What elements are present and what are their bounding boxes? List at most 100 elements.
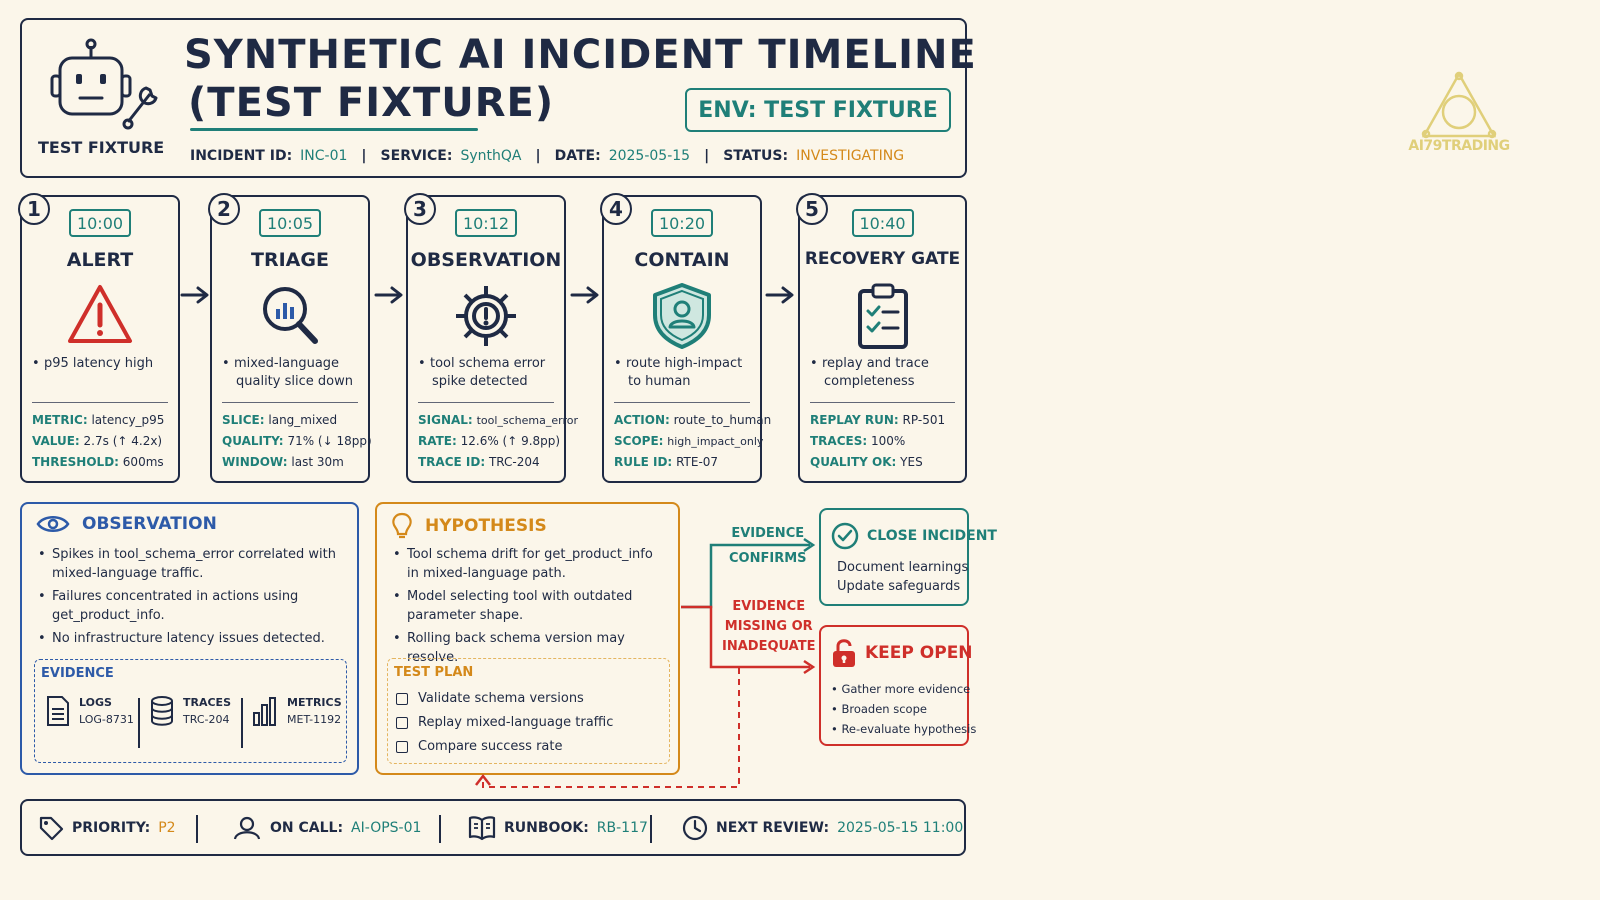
document-icon (47, 696, 69, 726)
metric-key: THRESHOLD: (32, 455, 119, 469)
evidence-traces: TRACES TRC-204 (149, 694, 231, 728)
close-incident-title: CLOSE INCIDENT (867, 528, 997, 544)
meta-divider: | (535, 148, 541, 164)
stage-number: 1 (18, 193, 50, 225)
checkbox[interactable] (396, 692, 408, 705)
meta-service: SERVICE:SynthQA (381, 148, 522, 164)
bullet-line: Rolling back schema version may resolve. (407, 631, 625, 665)
meta-status: STATUS:INVESTIGATING (723, 148, 904, 164)
close-incident-card[interactable]: CLOSE INCIDENT Document learnings Update… (819, 508, 997, 606)
footer-key: NEXT REVIEW: (716, 820, 830, 836)
list-item: • Re-evaluate hypothesis (831, 722, 977, 736)
stage-metrics: REPLAY RUN: RP-501 TRACES: 100% QUALITY … (810, 410, 961, 473)
arrow-right-icon (803, 659, 816, 675)
evidence-label: TRACES (183, 696, 231, 709)
close-incident-lines: Document learnings Update safeguards (837, 558, 968, 596)
checkbox[interactable] (396, 716, 408, 729)
list-item: • Broaden scope (831, 702, 927, 716)
stage-title: CONTAIN (634, 249, 730, 271)
bullet-line: Tool schema drift for get_product_info (407, 547, 653, 562)
evidence-value: LOG-8731 (79, 713, 134, 726)
observation-panel: OBSERVATION •Spikes in tool_schema_error… (20, 502, 359, 775)
keep-item: Gather more evidence (841, 682, 971, 696)
stage-desc-line: p95 latency high (44, 356, 154, 371)
observation-header: OBSERVATION (36, 514, 217, 534)
divider (222, 402, 358, 403)
arrow-up-icon (475, 773, 491, 786)
keep-item: Re-evaluate hypothesis (841, 722, 977, 736)
stage-title: OBSERVATION (410, 249, 562, 271)
test-plan-label: Replay mixed-language traffic (418, 715, 614, 730)
keep-open-card[interactable]: KEEP OPEN • Gather more evidence • Broad… (819, 625, 976, 746)
bullet-line: Spikes in tool_schema_error correlated w… (52, 547, 336, 562)
stage-metrics: ACTION: route_to_human SCOPE: high_impac… (614, 410, 771, 473)
book-icon (468, 816, 496, 841)
hypothesis-title: HYPOTHESIS (425, 516, 547, 536)
stage-desc-line: route high-impact (626, 356, 743, 371)
stage-desc-line: quality slice down (236, 374, 353, 389)
metric-key: ACTION: (614, 413, 670, 427)
bullet-line: get_product_info. (52, 608, 165, 623)
evidence-label: LOGS (79, 696, 112, 709)
footer-priority: PRIORITY:P2 (38, 815, 176, 841)
test-plan-item[interactable]: Validate schema versions (396, 691, 584, 706)
test-plan-item[interactable]: Replay mixed-language traffic (396, 715, 613, 730)
shield-user-icon (653, 283, 711, 349)
meta-value: INC-01 (300, 148, 348, 164)
metric-value: 2.7s (↑ 4.2x) (83, 434, 163, 448)
stage-desc-line: tool schema error (430, 356, 546, 371)
meta-key: INCIDENT ID: (190, 148, 293, 164)
arrow-right-icon (765, 286, 794, 304)
meta-key: SERVICE: (380, 148, 453, 164)
test-plan-label: Compare success rate (418, 739, 563, 754)
meta-divider: | (704, 148, 710, 164)
env-badge: ENV: TEST FIXTURE (685, 88, 951, 132)
checkbox[interactable] (396, 740, 408, 753)
meta-key: STATUS: (723, 148, 789, 164)
stage-desc-line: to human (628, 374, 691, 389)
bullet-line: Failures concentrated in actions using (52, 589, 299, 604)
divider (439, 815, 441, 843)
metric-value: route_to_human (673, 413, 772, 427)
title-underline (190, 128, 478, 131)
keep-open-title: KEEP OPEN (865, 643, 973, 663)
test-plan-label: Validate schema versions (418, 691, 584, 706)
bullet-line: parameter shape. (407, 608, 524, 623)
close-incident-header: CLOSE INCIDENT (831, 522, 997, 550)
keep-open-header: KEEP OPEN (831, 637, 973, 669)
stage-metrics: SIGNAL: tool_schema_error RATE: 12.6% (↑… (418, 410, 578, 473)
divider (241, 698, 243, 748)
metric-value: last 30m (291, 455, 344, 469)
footer-runbook: RUNBOOK:RB-117 (468, 815, 648, 841)
evidence-value: TRC-204 (183, 713, 230, 726)
metric-value: RTE-07 (676, 455, 719, 469)
metric-key: QUALITY OK: (810, 455, 897, 469)
branch-label-line: EVIDENCE (732, 599, 806, 614)
metric-key: QUALITY: (222, 434, 284, 448)
metric-key: RATE: (418, 434, 457, 448)
divider (650, 815, 652, 843)
branch-label-line: EVIDENCE (731, 526, 805, 541)
stage-desc-line: spike detected (432, 374, 528, 389)
loop-back-connector (482, 668, 740, 788)
robot-icon (50, 38, 158, 130)
observation-title: OBSERVATION (82, 514, 217, 534)
test-plan-item[interactable]: Compare success rate (396, 739, 563, 754)
unlock-icon (833, 639, 855, 667)
divider (614, 402, 750, 403)
keep-item: Broaden scope (841, 702, 927, 716)
check-circle-icon (831, 522, 859, 550)
list-item: •Spikes in tool_schema_error correlated … (38, 547, 336, 581)
metric-key: METRIC: (32, 413, 88, 427)
footer-value: AI-OPS-01 (351, 820, 422, 836)
bullet-line: No infrastructure latency issues detecte… (52, 631, 325, 646)
